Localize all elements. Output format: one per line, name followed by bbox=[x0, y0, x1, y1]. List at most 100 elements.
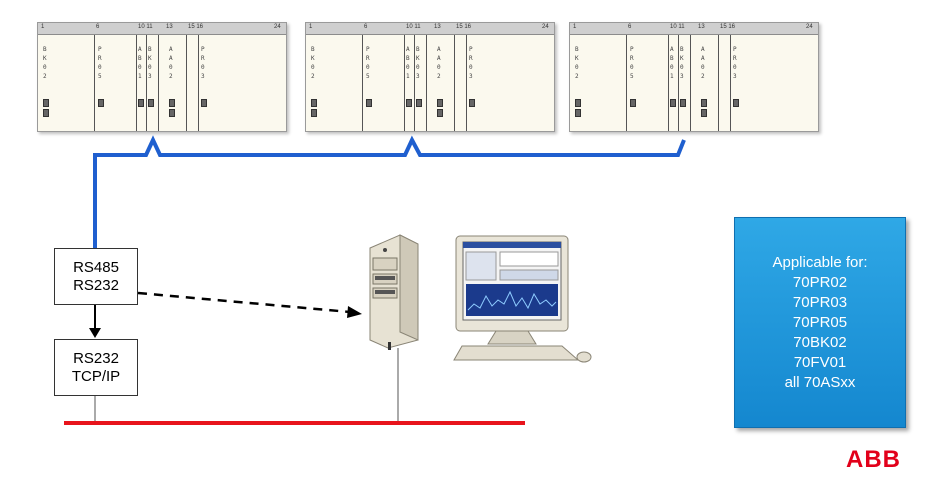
server-tower-icon bbox=[369, 234, 419, 350]
slot-number: 15 16 bbox=[720, 24, 736, 30]
module-led bbox=[138, 99, 144, 107]
module-led bbox=[701, 99, 707, 107]
module-label-pr05: P R 0 5 bbox=[630, 46, 634, 80]
slot-divider bbox=[426, 35, 427, 131]
rs485-bus-line bbox=[93, 135, 686, 248]
slot-divider bbox=[626, 35, 627, 131]
converter-line-2: RS232 bbox=[73, 276, 119, 294]
module-led bbox=[680, 99, 686, 107]
applicable-item: all 70ASxx bbox=[784, 373, 856, 391]
converter-line-1: RS485 bbox=[73, 258, 119, 276]
workstation-monitor-icon bbox=[453, 235, 592, 363]
slot-divider bbox=[94, 35, 95, 131]
module-label-aa02: A A 0 2 bbox=[437, 46, 441, 80]
slot-number: 6 bbox=[364, 24, 368, 30]
module-label-bk02: B K 0 2 bbox=[575, 46, 579, 80]
slot-number: 10 11 bbox=[670, 24, 685, 30]
dashed-arrow-head bbox=[347, 306, 362, 318]
module-label-bk03: B K 0 3 bbox=[416, 46, 420, 80]
slot-divider bbox=[362, 35, 363, 131]
module-led bbox=[43, 99, 49, 107]
rack-1: 1 6 10 11 13 15 16 24 B K 0 2 P R 0 5 A … bbox=[37, 22, 287, 132]
slot-number: 13 bbox=[166, 24, 173, 30]
converter-arrow-head bbox=[89, 328, 101, 338]
module-label-bk03: B K 0 3 bbox=[680, 46, 684, 80]
module-label-pr03: P R 0 3 bbox=[201, 46, 205, 80]
slot-divider bbox=[136, 35, 137, 131]
slot-number: 24 bbox=[542, 24, 549, 30]
module-label-pr05: P R 0 5 bbox=[98, 46, 102, 80]
slot-divider bbox=[198, 35, 199, 131]
converter-line-1: RS232 bbox=[73, 349, 119, 367]
module-label-ab01: A B 0 1 bbox=[670, 46, 674, 80]
slot-divider bbox=[690, 35, 691, 131]
module-led bbox=[169, 99, 175, 107]
slot-divider bbox=[718, 35, 719, 131]
rs485-rs232-converter: RS485 RS232 bbox=[54, 248, 138, 305]
slot-divider bbox=[158, 35, 159, 131]
slot-divider bbox=[730, 35, 731, 131]
converter-line-2: TCP/IP bbox=[71, 367, 121, 385]
slot-divider bbox=[668, 35, 669, 131]
applicable-item: 70PR03 bbox=[792, 293, 848, 311]
slot-divider bbox=[404, 35, 405, 131]
module-led bbox=[43, 109, 49, 117]
module-led bbox=[437, 109, 443, 117]
slot-number: 15 16 bbox=[188, 24, 204, 30]
module-label-bk03: B K 0 3 bbox=[148, 46, 152, 80]
module-led bbox=[416, 99, 422, 107]
module-led bbox=[311, 99, 317, 107]
module-led bbox=[630, 99, 636, 107]
module-led bbox=[575, 99, 581, 107]
slot-number: 13 bbox=[698, 24, 705, 30]
applicable-item: 70BK02 bbox=[793, 333, 847, 351]
module-label-bk02: B K 0 2 bbox=[311, 46, 315, 80]
module-led bbox=[201, 99, 207, 107]
slot-divider bbox=[146, 35, 147, 131]
slot-number: 6 bbox=[96, 24, 100, 30]
module-label-aa02: A A 0 2 bbox=[169, 46, 173, 80]
module-led bbox=[366, 99, 372, 107]
module-label-pr03: P R 0 3 bbox=[469, 46, 473, 80]
slot-number: 24 bbox=[274, 24, 281, 30]
slot-divider bbox=[414, 35, 415, 131]
slot-number: 10 11 bbox=[406, 24, 421, 30]
applicable-item: 70PR05 bbox=[792, 313, 848, 331]
applicable-for-callout: Applicable for: 70PR02 70PR03 70PR05 70B… bbox=[734, 217, 906, 428]
module-label-pr03: P R 0 3 bbox=[733, 46, 737, 80]
slot-divider bbox=[186, 35, 187, 131]
slot-number: 1 bbox=[41, 24, 45, 30]
module-label-aa02: A A 0 2 bbox=[701, 46, 705, 80]
rack-2: 1 6 10 11 13 15 16 24 B K 0 2 P R 0 5 A … bbox=[305, 22, 555, 132]
module-led bbox=[701, 109, 707, 117]
rs232-tcpip-converter: RS232 TCP/IP bbox=[54, 339, 138, 396]
module-label-bk02: B K 0 2 bbox=[43, 46, 47, 80]
module-led bbox=[406, 99, 412, 107]
module-led bbox=[575, 109, 581, 117]
module-label-pr05: P R 0 5 bbox=[366, 46, 370, 80]
dashed-arrow-line bbox=[137, 291, 351, 314]
abb-logo: ABB bbox=[846, 446, 901, 473]
slot-number: 6 bbox=[628, 24, 632, 30]
slot-number: 10 11 bbox=[138, 24, 153, 30]
module-led bbox=[98, 99, 104, 107]
slot-divider bbox=[466, 35, 467, 131]
applicable-title: Applicable for: bbox=[772, 253, 868, 271]
module-led bbox=[670, 99, 676, 107]
rack-header: 1 6 10 11 13 15 16 24 bbox=[570, 23, 818, 35]
module-led bbox=[437, 99, 443, 107]
rack-3: 1 6 10 11 13 15 16 24 B K 0 2 P R 0 5 A … bbox=[569, 22, 819, 132]
module-label-ab01: A B 0 1 bbox=[406, 46, 410, 80]
module-led bbox=[311, 109, 317, 117]
module-led bbox=[733, 99, 739, 107]
slot-divider bbox=[454, 35, 455, 131]
slot-number: 1 bbox=[573, 24, 577, 30]
module-led bbox=[469, 99, 475, 107]
slot-number: 13 bbox=[434, 24, 441, 30]
module-label-ab01: A B 0 1 bbox=[138, 46, 142, 80]
applicable-item: 70PR02 bbox=[792, 273, 848, 291]
applicable-item: 70FV01 bbox=[793, 353, 847, 371]
module-led bbox=[148, 99, 154, 107]
rack-header: 1 6 10 11 13 15 16 24 bbox=[38, 23, 286, 35]
